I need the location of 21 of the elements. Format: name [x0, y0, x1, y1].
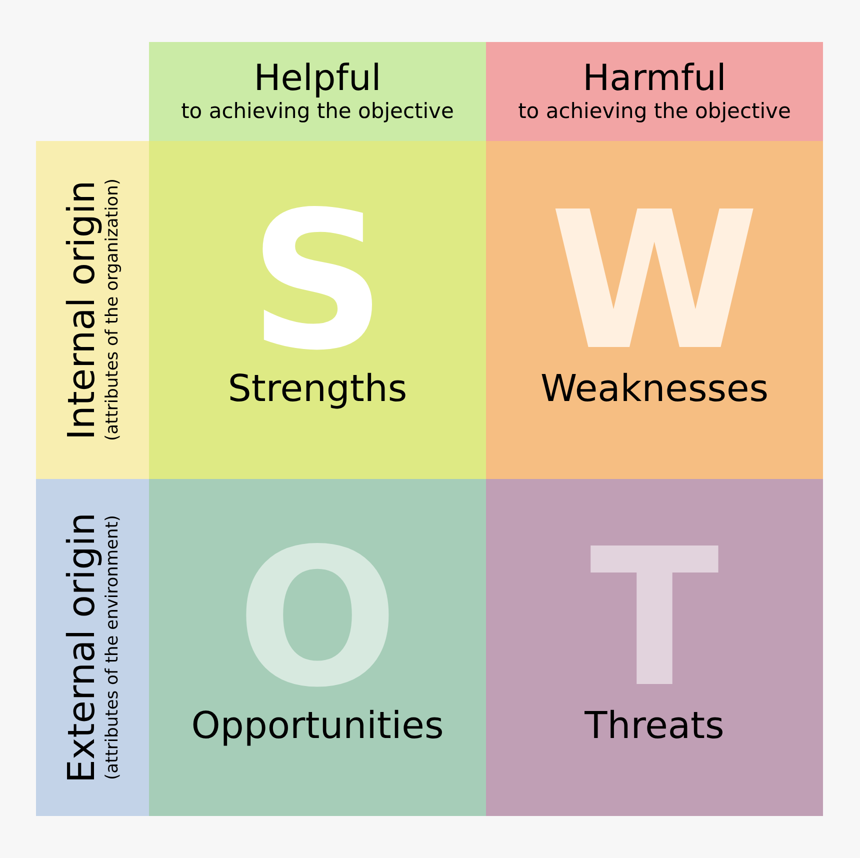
- row-heading: Internal origin: [62, 180, 103, 440]
- row-header-panel: [36, 141, 149, 479]
- column-subheading: to achieving the objective: [518, 98, 791, 124]
- quadrant-title: Strengths: [228, 368, 408, 410]
- column-subheading: to achieving the objective: [181, 98, 454, 124]
- row-heading: External origin: [62, 512, 103, 783]
- quadrant-panel: [486, 141, 823, 479]
- row-subheading: (attributes of the environment): [102, 514, 124, 780]
- quadrant-panel: [486, 479, 823, 816]
- quadrant-panel: [149, 479, 486, 816]
- quadrant-title: Threats: [584, 705, 724, 748]
- column-heading: Harmful: [582, 59, 726, 99]
- quadrant-letter: W: [550, 210, 760, 354]
- row-subheading: (attributes of the organization): [102, 178, 124, 442]
- column-header-panel: [149, 42, 486, 141]
- row-header-panel: [36, 479, 149, 816]
- quadrant-title: Weaknesses: [540, 368, 769, 410]
- column-heading: Helpful: [254, 59, 382, 99]
- quadrant-panel: [149, 141, 486, 479]
- quadrant-title: Opportunities: [191, 705, 444, 748]
- column-header-panel: [486, 42, 823, 141]
